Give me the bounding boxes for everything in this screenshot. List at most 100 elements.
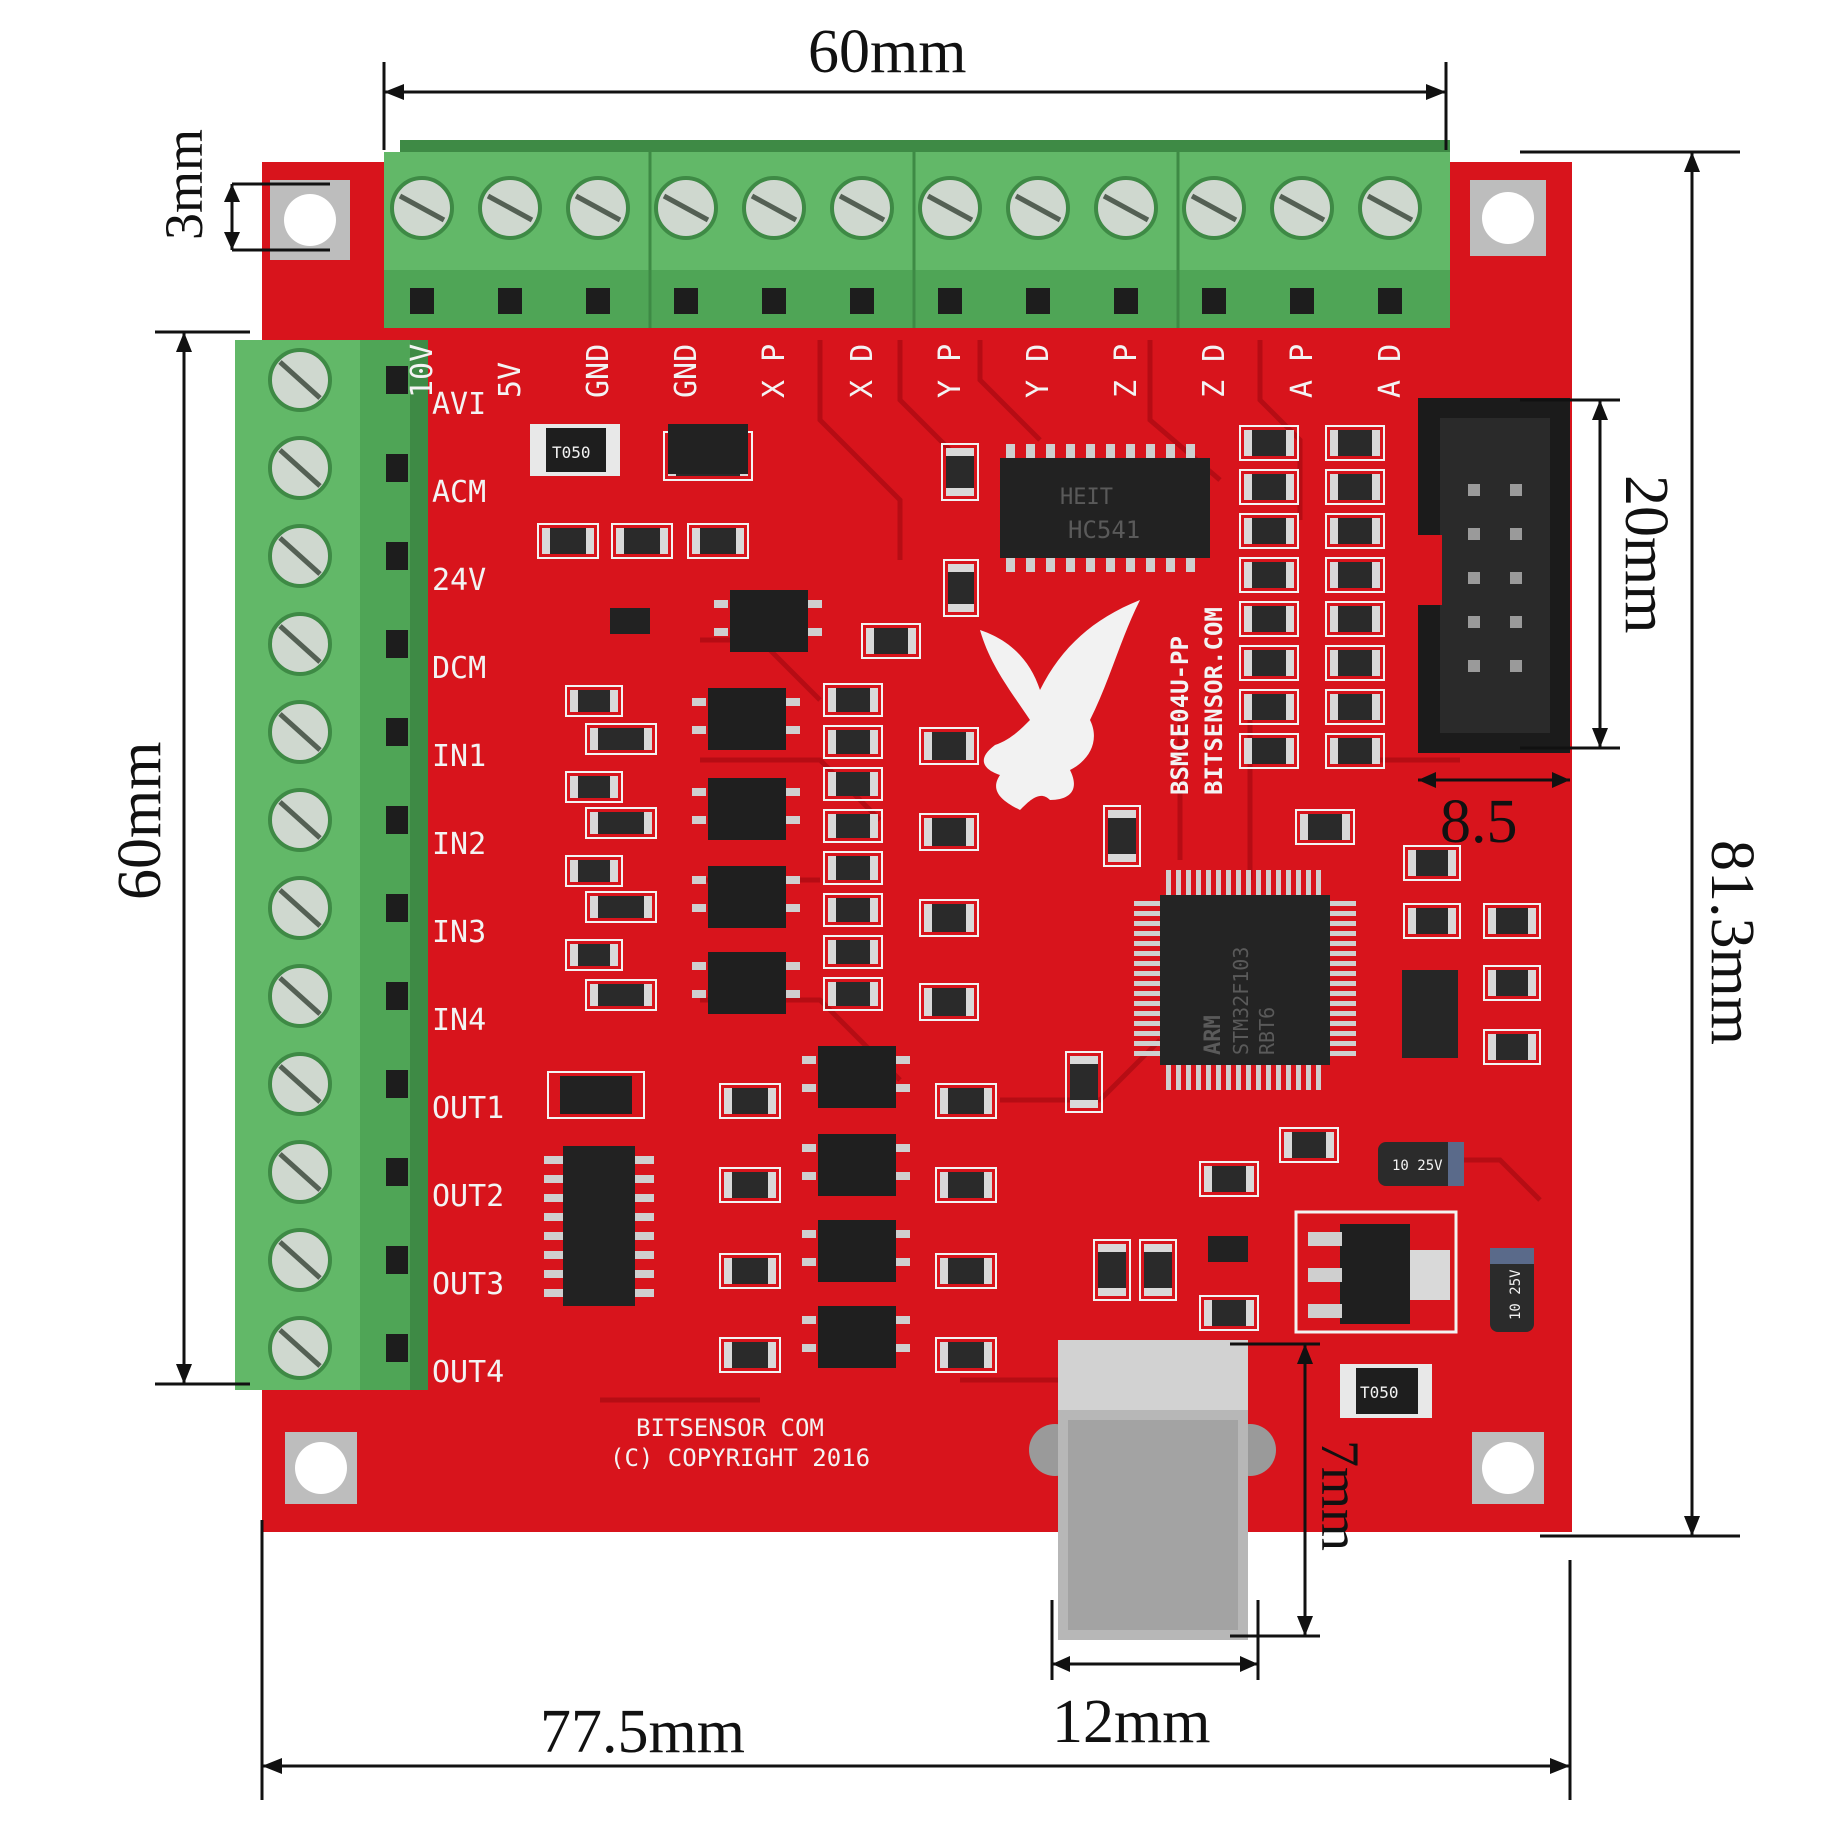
terminal-screw[interactable]	[478, 176, 542, 240]
chip-pin	[1134, 931, 1160, 936]
terminal-screw[interactable]	[830, 176, 894, 240]
smd-component	[823, 809, 883, 843]
mcu-brand: ARM	[1201, 1015, 1226, 1055]
chip-pin	[1330, 921, 1356, 926]
left-terminal-label: OUT1	[432, 1091, 504, 1126]
terminal-screw[interactable]	[654, 176, 718, 240]
smd-component	[1239, 469, 1299, 505]
chip-pin	[1296, 1064, 1301, 1090]
terminal-screw[interactable]	[268, 788, 332, 852]
smd-component	[1279, 1127, 1339, 1163]
chip-pin	[1206, 870, 1211, 896]
optocoupler	[692, 688, 800, 750]
chip-pin	[1186, 444, 1195, 460]
smd-component	[719, 1167, 781, 1203]
fuse-label: T050	[552, 443, 591, 462]
dimension-lines	[155, 62, 1740, 1800]
smd-component	[611, 523, 673, 559]
terminal-screw[interactable]	[268, 1228, 332, 1292]
chip-pin	[1330, 1051, 1356, 1056]
terminal-slot	[674, 288, 698, 314]
dim-usb-height: 7mm	[1310, 1440, 1370, 1551]
chip-pin	[1146, 556, 1155, 572]
smd-component	[565, 771, 623, 803]
left-terminal-label: AVI	[432, 387, 486, 422]
smd-component	[935, 1337, 997, 1373]
header-pin	[1468, 572, 1480, 584]
dim-board-width: 77.5mm	[540, 1698, 745, 1766]
smd-component	[1239, 733, 1299, 769]
terminal-slot	[1202, 288, 1226, 314]
chip-pin	[1330, 951, 1356, 956]
chip-pin	[1066, 444, 1075, 460]
terminal-screw[interactable]	[268, 700, 332, 764]
header-pin	[1468, 660, 1480, 672]
chip-pin	[1134, 1051, 1160, 1056]
chip-pin	[1166, 556, 1175, 572]
chip-pin	[1106, 444, 1115, 460]
chip-pin	[1134, 1041, 1160, 1046]
terminal-screw[interactable]	[1182, 176, 1246, 240]
terminal-screw[interactable]	[390, 176, 454, 240]
chip-pin	[1226, 1064, 1231, 1090]
terminal-screw[interactable]	[1358, 176, 1422, 240]
chip-pin	[1196, 1064, 1201, 1090]
smd-component	[935, 1167, 997, 1203]
chip-pin	[1126, 556, 1135, 572]
smd-component	[1483, 1029, 1541, 1065]
smd-component	[585, 891, 657, 923]
terminal-screw[interactable]	[268, 612, 332, 676]
chip-pin	[1316, 1064, 1321, 1090]
terminal-slot	[386, 1158, 408, 1186]
chip-pin	[1330, 901, 1356, 906]
left-terminal-label: IN1	[432, 739, 486, 774]
top-terminal-label: A D	[1373, 344, 1408, 398]
chip-pin	[1256, 870, 1261, 896]
header-pin	[1510, 484, 1522, 496]
chip-pin	[1266, 1064, 1271, 1090]
terminal-screw[interactable]	[268, 1140, 332, 1204]
terminal-screw[interactable]	[268, 436, 332, 500]
chip-pin	[634, 1213, 654, 1221]
terminal-screw[interactable]	[742, 176, 806, 240]
terminal-screw[interactable]	[268, 1052, 332, 1116]
terminal-screw[interactable]	[268, 964, 332, 1028]
mounting-holes	[270, 180, 1546, 1504]
terminal-screw[interactable]	[1094, 176, 1158, 240]
terminal-screw[interactable]	[268, 876, 332, 940]
terminal-screw[interactable]	[918, 176, 982, 240]
crystal	[1402, 970, 1458, 1058]
terminal-screw[interactable]	[566, 176, 630, 240]
chip-pin	[1286, 1064, 1291, 1090]
optocoupler	[714, 590, 822, 652]
smd-component	[1325, 689, 1385, 725]
terminal-screw[interactable]	[1270, 176, 1334, 240]
chip-pin	[1134, 901, 1160, 906]
driver-chip	[544, 1146, 654, 1306]
usb-b-connector	[1029, 1340, 1276, 1640]
smd-component	[1325, 425, 1385, 461]
capacitor-label: 10 25V	[1392, 1158, 1443, 1174]
dim-header-width: 8.5	[1440, 788, 1518, 856]
idc-header	[1418, 398, 1570, 753]
terminal-screw[interactable]	[268, 524, 332, 588]
smd-component	[537, 523, 599, 559]
terminal-screw[interactable]	[268, 1316, 332, 1380]
chip-pin	[1186, 556, 1195, 572]
left-terminal-label: ACM	[432, 475, 486, 510]
chip-pin	[1006, 556, 1015, 572]
header-pin	[1468, 616, 1480, 628]
chip-pin	[1276, 870, 1281, 896]
diode-body	[668, 424, 748, 474]
smd-component	[935, 1083, 997, 1119]
terminal-screw[interactable]	[1006, 176, 1070, 240]
mounting-hole	[1472, 1432, 1544, 1504]
terminal-screw[interactable]	[268, 348, 332, 412]
mcu-variant: RBT6	[1255, 1007, 1279, 1055]
chip-pin	[1296, 870, 1301, 896]
chip-pin	[1256, 1064, 1261, 1090]
capacitor: 10 25V	[1378, 1142, 1464, 1186]
left-terminal-label: OUT2	[432, 1179, 504, 1214]
top-terminal-block	[384, 140, 1450, 328]
